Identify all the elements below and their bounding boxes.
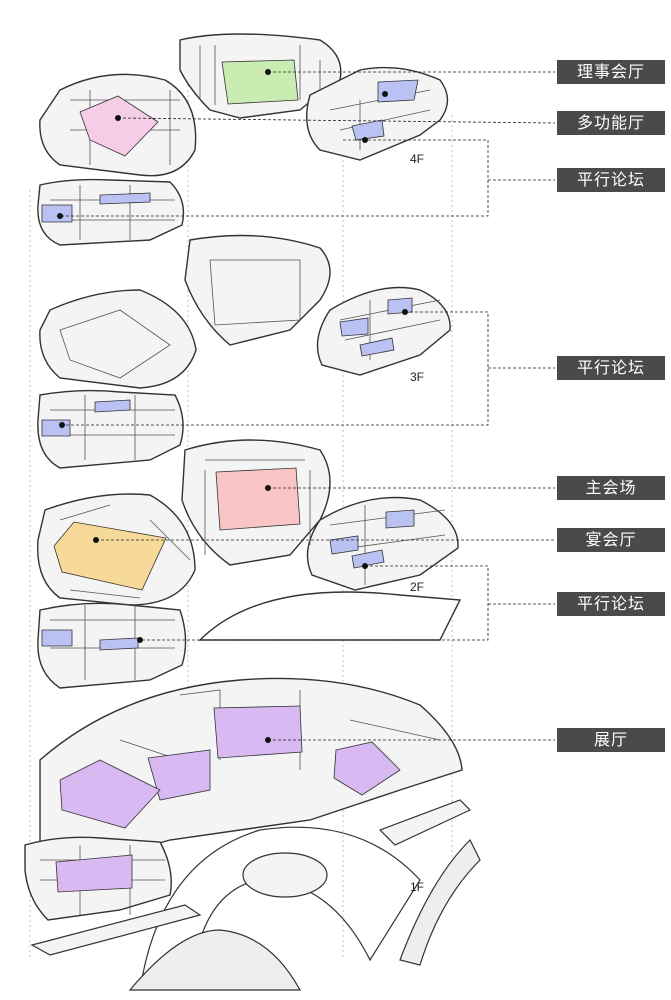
label-exhibition-hall: 展厅 [557,728,665,752]
ground-plaza [30,799,481,991]
label-multi-function-hall: 多功能厅 [557,111,665,135]
floor-2f-walls [50,459,446,680]
label-banquet-hall: 宴会厅 [557,528,665,552]
floor-label-4f: 4F [410,152,425,166]
label-parallel-forum-2f: 平行论坛 [557,592,665,616]
label-parallel-forum-4f: 平行论坛 [557,168,665,192]
label-parallel-forum-3f: 平行论坛 [557,356,665,380]
label-main-venue: 主会场 [557,476,665,500]
floor-label-2f: 2F [410,580,425,594]
floor-4f-rooms [41,59,419,223]
floor-1f-rooms [55,705,401,893]
floor-3f-rooms [41,297,413,437]
floor-label-1f: 1F [410,880,425,894]
leader-lines [60,71,556,741]
floor-3f-plan [37,234,451,469]
floor-2f-rooms [41,467,415,651]
label-council-hall: 理事会厅 [557,60,665,84]
floor-label-3f: 3F [410,370,425,384]
leader-dots [57,69,408,743]
